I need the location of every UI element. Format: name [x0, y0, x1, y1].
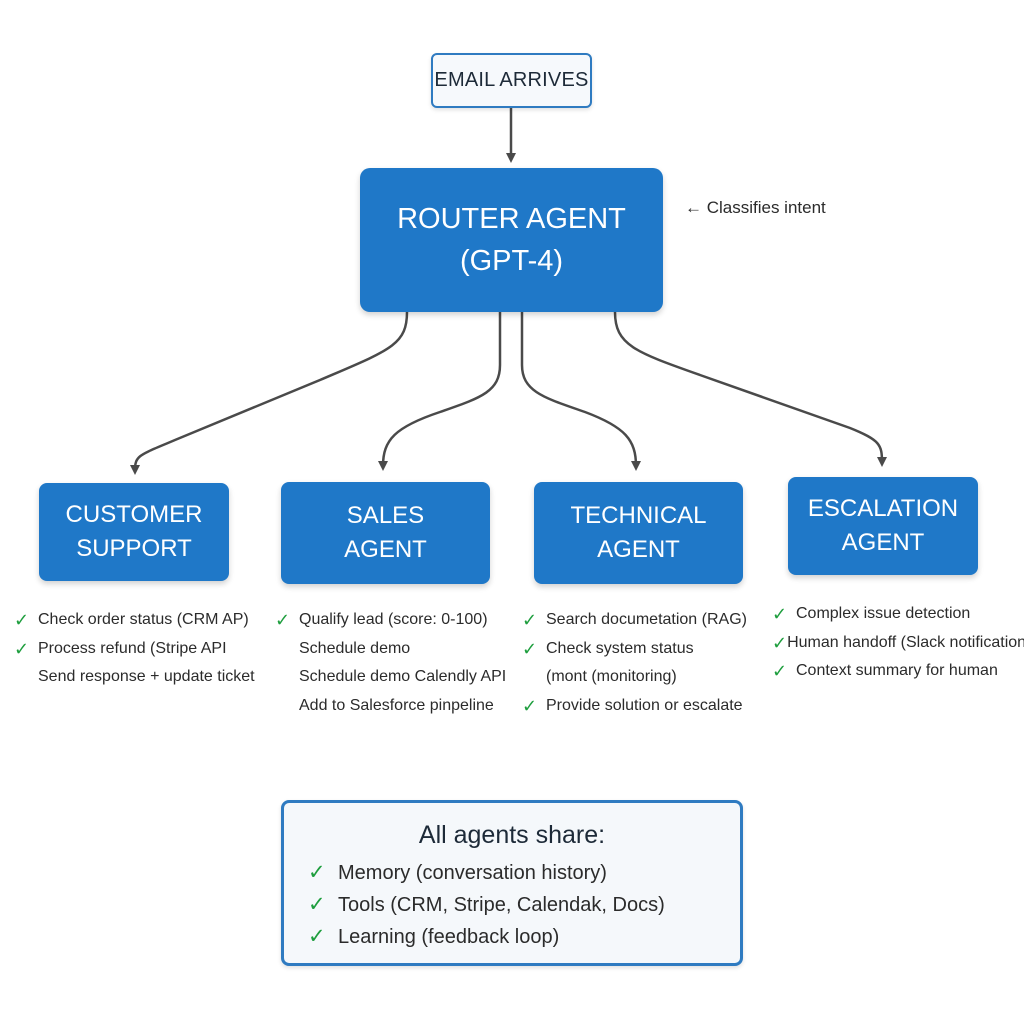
- shared-resources-panel: All agents share: ✓ Memory (conversation …: [281, 800, 743, 966]
- check-icon: ✓: [14, 638, 30, 659]
- capability-text: Complex issue detection: [796, 605, 971, 622]
- check-icon: ✓: [522, 695, 538, 716]
- capability-item: Schedule demo: [275, 635, 506, 664]
- router-agent-title: ROUTER AGENT: [397, 203, 626, 235]
- capability-text: Qualify lead (score: 0-100): [299, 611, 488, 628]
- check-icon: ✓: [308, 861, 326, 884]
- sales-agent-title-line2: AGENT: [344, 536, 427, 563]
- shared-resource-text: Learning (feedback loop): [338, 926, 560, 948]
- sales-agent-node: SALES AGENT: [281, 482, 490, 584]
- arrow-router-to-escalation-agent: [613, 311, 887, 467]
- capability-item: ✓ Context summary for human: [772, 657, 1024, 686]
- customer-support-capabilities: ✓ Check order status (CRM AP) ✓ Process ref…: [14, 606, 255, 692]
- shared-resource-item: ✓ Learning (feedback loop): [308, 921, 665, 953]
- shared-resource-text: Tools (CRM, Stripe, Calendak, Docs): [338, 894, 665, 916]
- sales-agent-title-line1: SALES: [346, 502, 425, 529]
- customer-support-node: CUSTOMER SUPPORT: [39, 483, 229, 581]
- capability-item: ✓ Check order status (CRM AP): [14, 606, 255, 635]
- capability-item: ✓ Check system status: [522, 635, 747, 664]
- arrow-router-to-sales-agent: [378, 312, 502, 471]
- technical-agent-title-line2: AGENT: [597, 536, 680, 563]
- customer-support-title-line2: SUPPORT: [76, 535, 192, 562]
- capability-text: Schedule demo Calendly API: [299, 668, 507, 685]
- capability-item: ✓ Search documetation (RAG): [522, 606, 747, 635]
- capability-text: Add to Salesforce pinpeline: [299, 696, 494, 714]
- shared-resource-item: ✓ Tools (CRM, Stripe, Calendak, Docs): [308, 889, 665, 921]
- email-arrives-label: EMAIL ARRIVES: [434, 69, 589, 91]
- technical-agent-node: TECHNICAL AGENT: [534, 482, 743, 584]
- check-icon: ✓: [522, 638, 538, 659]
- escalation-agent-title-line1: ESCALATION: [807, 495, 959, 522]
- capability-text: Search documetation (RAG): [546, 611, 747, 628]
- check-icon: ✓: [308, 893, 326, 916]
- technical-agent-capabilities: ✓ Search documetation (RAG) ✓ Check system …: [522, 606, 747, 720]
- capability-item: ✓ Provide solution or escalate: [522, 692, 747, 721]
- arrow-router-to-technical-agent: [520, 312, 641, 471]
- sales-agent-capabilities: ✓ Qualify lead (score: 0-100) Schedule dem…: [275, 606, 506, 720]
- escalation-agent-capabilities: ✓Complex issue detection✓Human handoff (…: [772, 600, 1024, 686]
- capability-item: ✓ Complex issue detection: [772, 600, 1024, 629]
- check-icon: ✓: [772, 604, 788, 624]
- capability-text: Check order status (CRM AP): [38, 611, 249, 628]
- escalation-agent-title-line2: AGENT: [841, 529, 925, 556]
- router-agent-node: ROUTER AGENT (GPT-4): [360, 168, 663, 312]
- capability-item: Add to Salesforce pinpeline: [275, 692, 506, 721]
- escalation-agent-node: ESCALATION AGENT: [788, 477, 978, 575]
- capability-text: Provide solution or escalate: [546, 696, 743, 714]
- classifies-intent-text: ← Classifies intent: [685, 198, 826, 217]
- check-icon: ✓: [275, 610, 291, 630]
- capability-text: Send response + update ticket: [38, 668, 255, 685]
- check-icon: ✓: [14, 610, 30, 630]
- capability-text: Check system status: [546, 639, 694, 657]
- arrow-router-to-customer-support: [130, 311, 409, 475]
- capability-item: Send response + update ticket: [14, 663, 255, 692]
- check-icon: ✓: [308, 925, 326, 948]
- email-arrives-node: EMAIL ARRIVES: [431, 53, 592, 108]
- capability-text: Context summary for human: [796, 662, 998, 679]
- check-icon: ✓: [522, 610, 538, 630]
- capability-text: Schedule demo: [299, 639, 411, 657]
- router-agent-model: (GPT-4): [459, 245, 564, 277]
- capability-item: (mont (monitoring): [522, 663, 747, 692]
- check-icon: ✓: [772, 632, 788, 653]
- classifies-intent-note: ← Classifies intent: [685, 198, 826, 218]
- check-icon: ✓: [772, 661, 788, 681]
- shared-resource-text: Memory (conversation history): [338, 862, 607, 884]
- shared-resources-list: ✓ Memory (conversation history) ✓ Tools (CR…: [308, 857, 665, 953]
- technical-agent-title-line1: TECHNICAL: [570, 502, 707, 529]
- capability-item: ✓ Qualify lead (score: 0-100): [275, 606, 506, 635]
- capability-text: Process refund (Stripe API: [38, 639, 227, 657]
- capability-item: ✓Human handoff (Slack notification): [772, 629, 1024, 658]
- shared-resources-title: All agents share:: [418, 821, 606, 849]
- capability-text: (mont (monitoring): [546, 668, 677, 685]
- capability-item: ✓ Process refund (Stripe API: [14, 635, 255, 664]
- capability-item: Schedule demo Calendly API: [275, 663, 506, 692]
- shared-resource-item: ✓ Memory (conversation history): [308, 857, 665, 889]
- capability-text: Human handoff (Slack notification): [787, 633, 1024, 651]
- customer-support-title-line1: CUSTOMER: [65, 501, 203, 528]
